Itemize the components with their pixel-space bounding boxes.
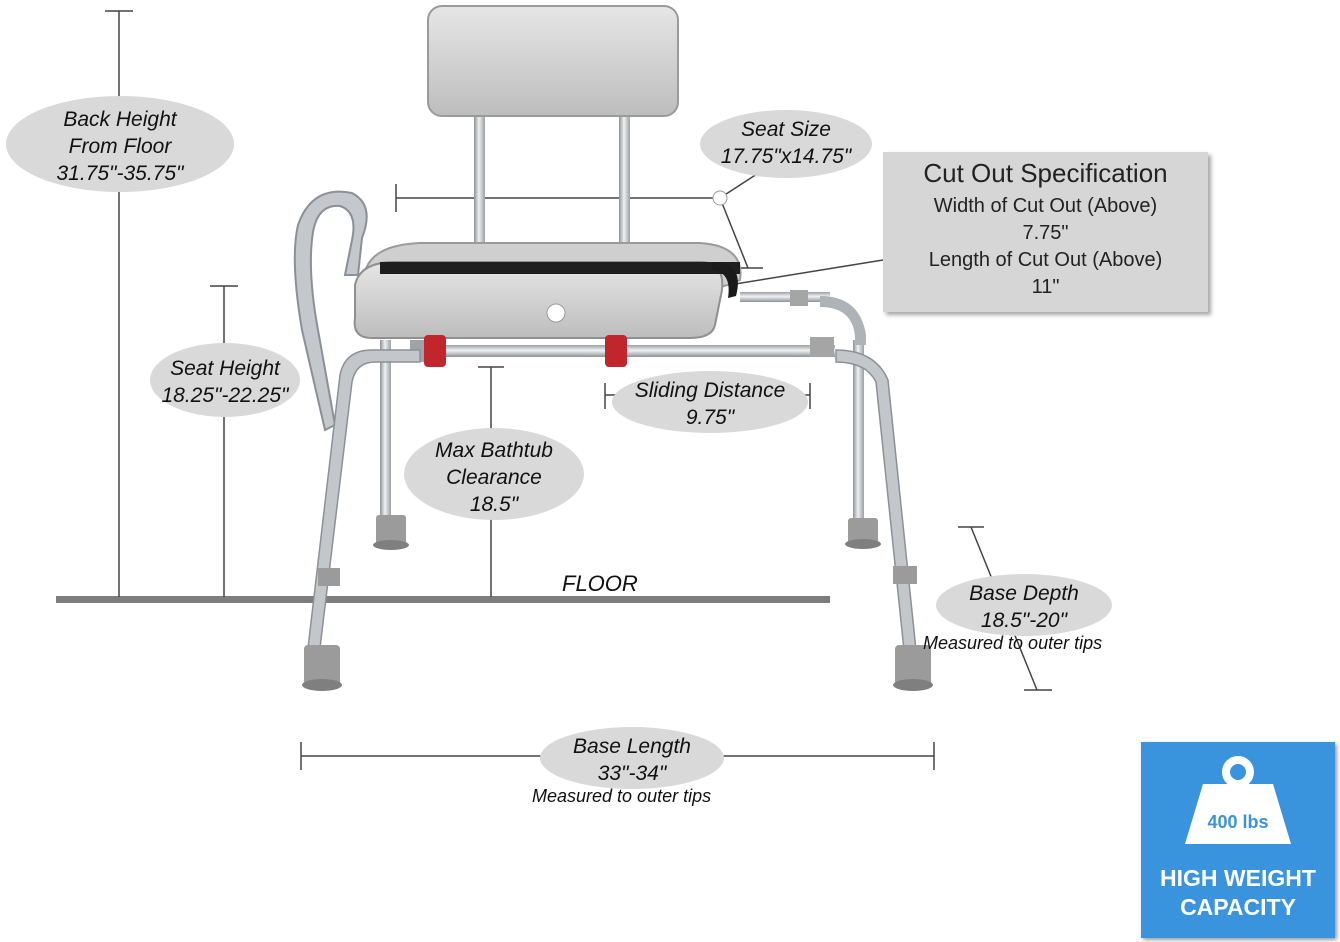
base-depth-note: Measured to outer tips (923, 633, 1103, 653)
seat-size-line2: 17.75"x14.75" (720, 145, 852, 168)
floor-label: FLOOR (562, 571, 638, 596)
cutout-width-label: Width of Cut Out (Above) (933, 195, 1158, 217)
floor-line (56, 596, 830, 603)
cutout-length-label: Length of Cut Out (Above) (928, 249, 1163, 271)
dimension-lines (105, 10, 1052, 770)
chair-frame-rear (380, 292, 866, 535)
front-feet (302, 645, 933, 691)
base-depth-oval (936, 574, 1112, 636)
seat-height-line2: 18.25"-22.25" (161, 384, 289, 407)
seat-height-line1: Seat Height (170, 357, 280, 380)
weight-icon (1185, 756, 1291, 844)
cutout-width-value: 7.75" (1022, 222, 1069, 244)
red-clamps (424, 335, 627, 367)
base-length-oval (540, 727, 724, 789)
max-clearance-line2: Clearance (446, 466, 542, 489)
rear-feet (373, 515, 881, 550)
seat-size-oval (700, 110, 872, 178)
sliding-distance-line1: Sliding Distance (634, 379, 786, 402)
max-clearance-label: Max Bathtub Clearance 18.5" (404, 437, 584, 518)
seat-height-oval (150, 343, 300, 417)
cutout-spec-box: Cut Out Specification Width of Cut Out (… (883, 152, 1208, 312)
base-length-label: Base Length 33"-34" (540, 733, 724, 787)
sliding-distance-oval (612, 371, 808, 433)
armrest (293, 190, 368, 432)
back-height-label: Back Height From Floor 31.75"-35.75" (6, 106, 234, 187)
base-length-note: Measured to outer tips (532, 786, 712, 806)
back-height-line2: From Floor (68, 135, 172, 158)
cutout-spec-title: Cut Out Specification (923, 158, 1168, 188)
chair-back (427, 5, 679, 250)
max-clearance-oval (404, 428, 584, 520)
seat-height-label: Seat Height 18.25"-22.25" (150, 355, 300, 409)
seat-size-line1: Seat Size (741, 118, 831, 141)
seat-size-label: Seat Size 17.75"x14.75" (700, 116, 872, 170)
badge-line1: HIGH WEIGHT (1160, 865, 1316, 891)
back-height-line3: 31.75"-35.75" (56, 162, 184, 185)
seat (353, 190, 742, 339)
base-depth-line1: Base Depth (969, 582, 1079, 605)
badge-line2: CAPACITY (1180, 894, 1296, 920)
weight-capacity-badge: 400 lbs HIGH WEIGHT CAPACITY (1141, 742, 1335, 938)
cutout-length-value: 11" (1031, 276, 1060, 298)
base-length-line2: 33"-34" (597, 762, 667, 785)
max-clearance-line1: Max Bathtub (435, 439, 553, 462)
sliding-distance-label: Sliding Distance 9.75" (612, 377, 808, 431)
sliding-distance-line2: 9.75" (685, 406, 735, 429)
back-height-line1: Back Height (63, 108, 177, 131)
base-depth-label: Base Depth 18.5"-20" (936, 580, 1112, 634)
max-clearance-line3: 18.5" (469, 493, 519, 516)
back-height-oval (6, 96, 234, 192)
base-depth-line2: 18.5"-20" (980, 609, 1068, 632)
weight-value: 400 lbs (1207, 812, 1269, 832)
base-length-line1: Base Length (573, 735, 691, 758)
badge-caption: HIGH WEIGHT CAPACITY (1141, 864, 1335, 922)
